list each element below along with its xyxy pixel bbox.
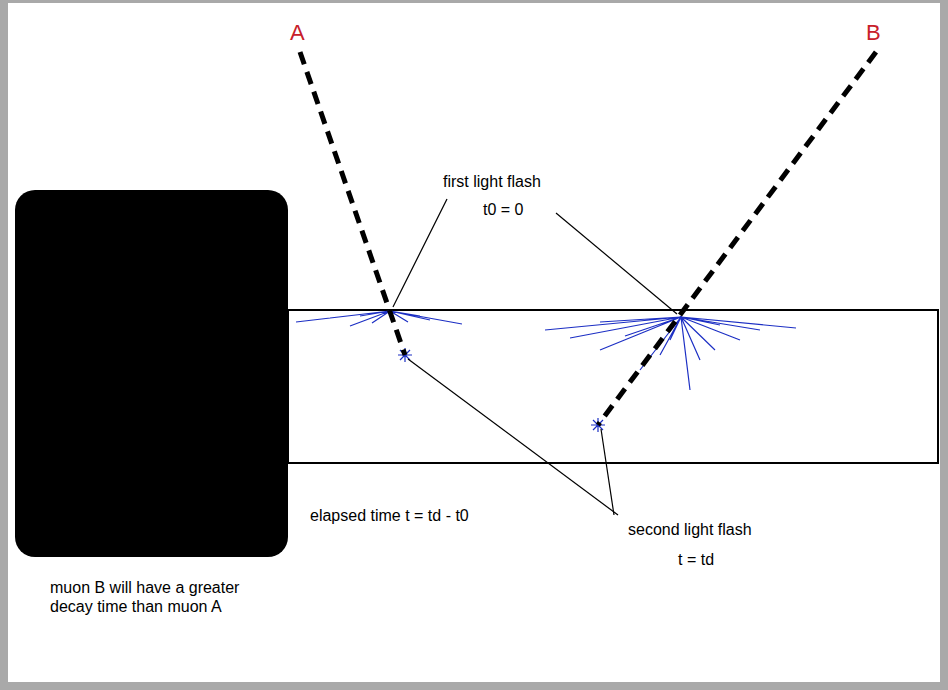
muon-label: B (866, 20, 881, 46)
flash-note: first light flash (443, 172, 541, 191)
flash-note: second light flash (628, 520, 752, 539)
white-ground (8, 3, 940, 682)
time-note: t0 = 0 (483, 200, 523, 219)
scintillator-bar (288, 310, 938, 463)
leader-lines (393, 199, 677, 515)
caption-note: muon B will have a greater decay time th… (50, 578, 265, 616)
muon-tracks (300, 52, 876, 425)
light-flash-lines (296, 311, 796, 432)
time-note: elapsed time t = td - t0 (310, 506, 469, 525)
muon-label: A (290, 20, 305, 46)
time-note: t = td (678, 550, 714, 569)
photomultiplier-block (15, 190, 288, 557)
